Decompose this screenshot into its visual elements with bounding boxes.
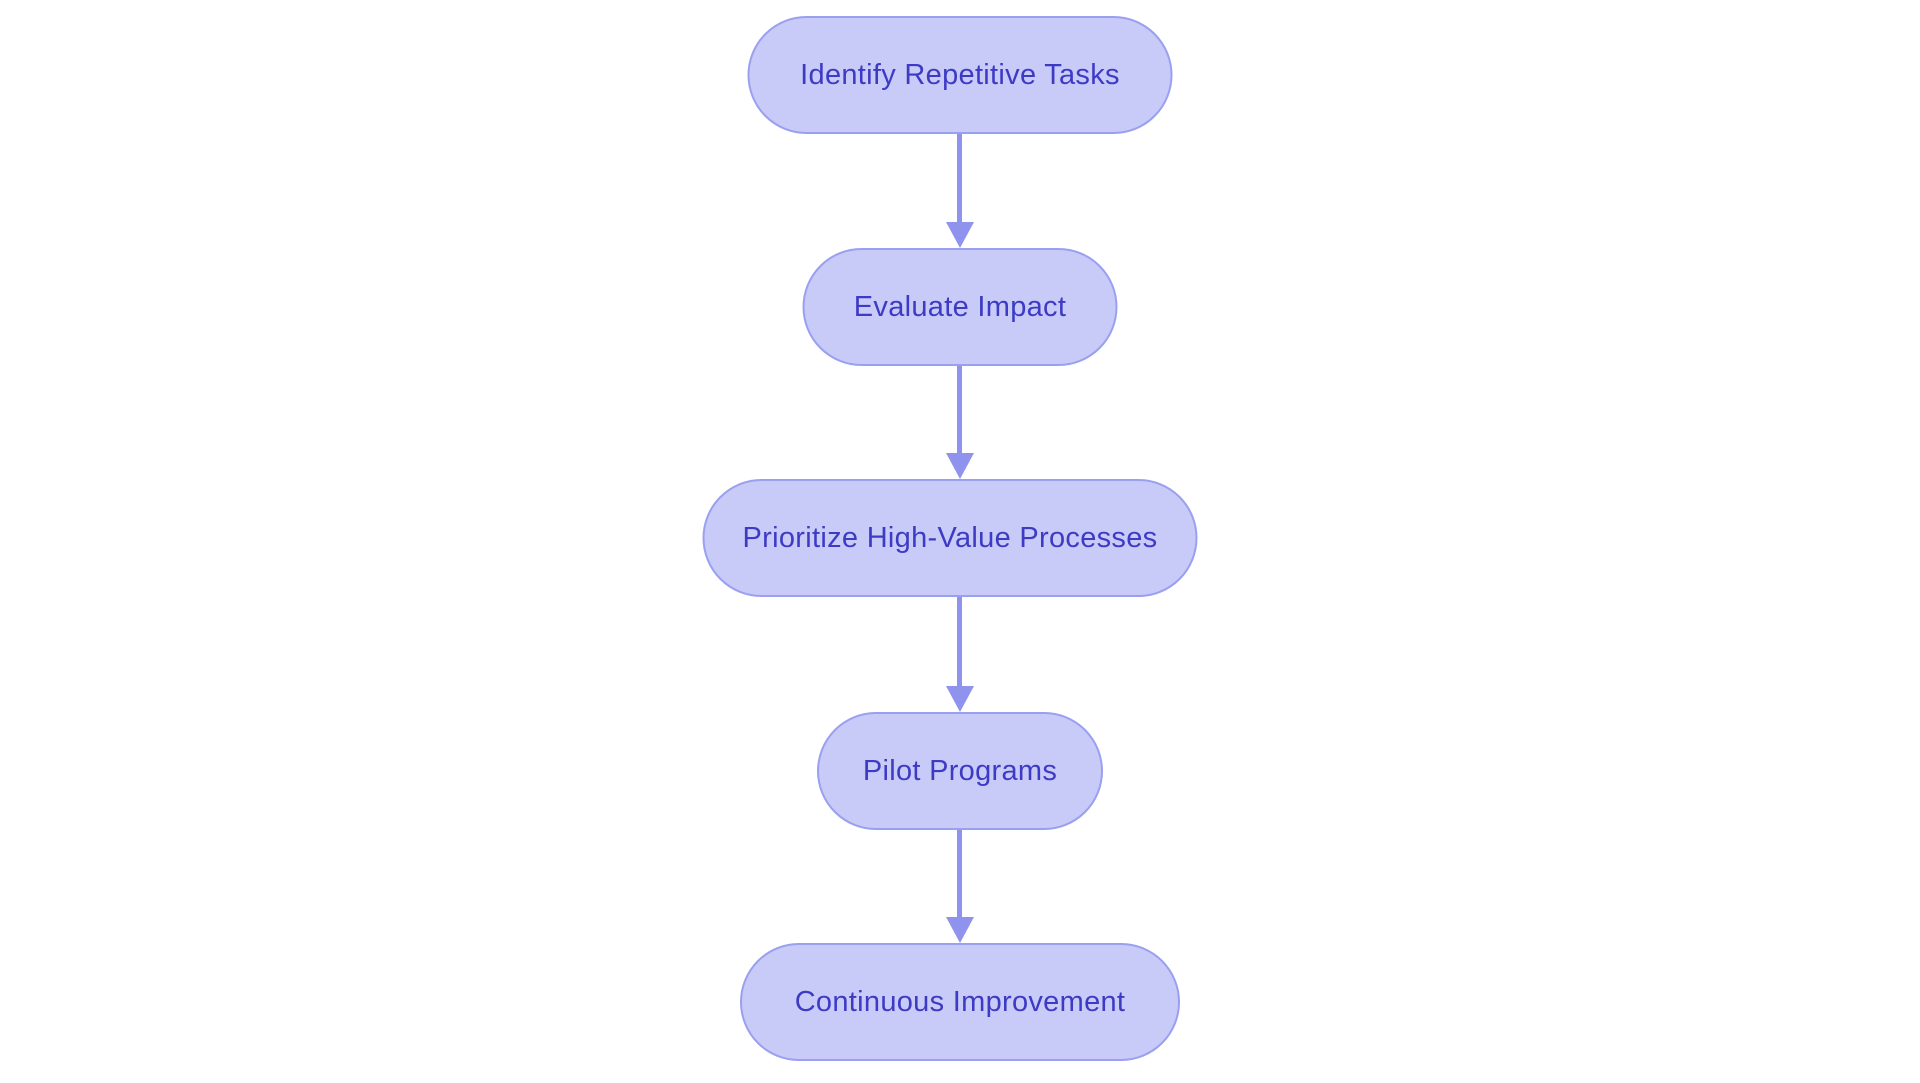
flow-arrow-1-arrowhead-icon [946, 222, 974, 248]
flow-node-pilot-programs: Pilot Programs [817, 712, 1103, 830]
flow-arrow-4-arrowhead-icon [946, 917, 974, 943]
flow-node-continuous-improvement: Continuous Improvement [740, 943, 1180, 1061]
flow-arrow-2-arrowhead-icon [946, 453, 974, 479]
flow-node-label: Evaluate Impact [853, 290, 1067, 323]
flow-node-identify-repetitive-tasks: Identify Repetitive Tasks [747, 16, 1173, 134]
flow-arrow-3-arrowhead-icon [946, 686, 974, 712]
flow-node-label: Continuous Improvement [794, 985, 1126, 1018]
flow-node-evaluate-impact: Evaluate Impact [802, 248, 1118, 366]
flow-node-label: Pilot Programs [862, 754, 1058, 787]
flow-arrow-4-stem [957, 830, 962, 917]
flow-node-label: Identify Repetitive Tasks [800, 58, 1120, 91]
flow-arrow-2-stem [957, 366, 962, 453]
flow-node-prioritize-high-value-processes: Prioritize High-Value Processes [702, 479, 1198, 597]
flow-arrow-1-stem [957, 134, 962, 222]
flow-node-label: Prioritize High-Value Processes [742, 521, 1158, 554]
flow-arrow-3-stem [957, 597, 962, 686]
